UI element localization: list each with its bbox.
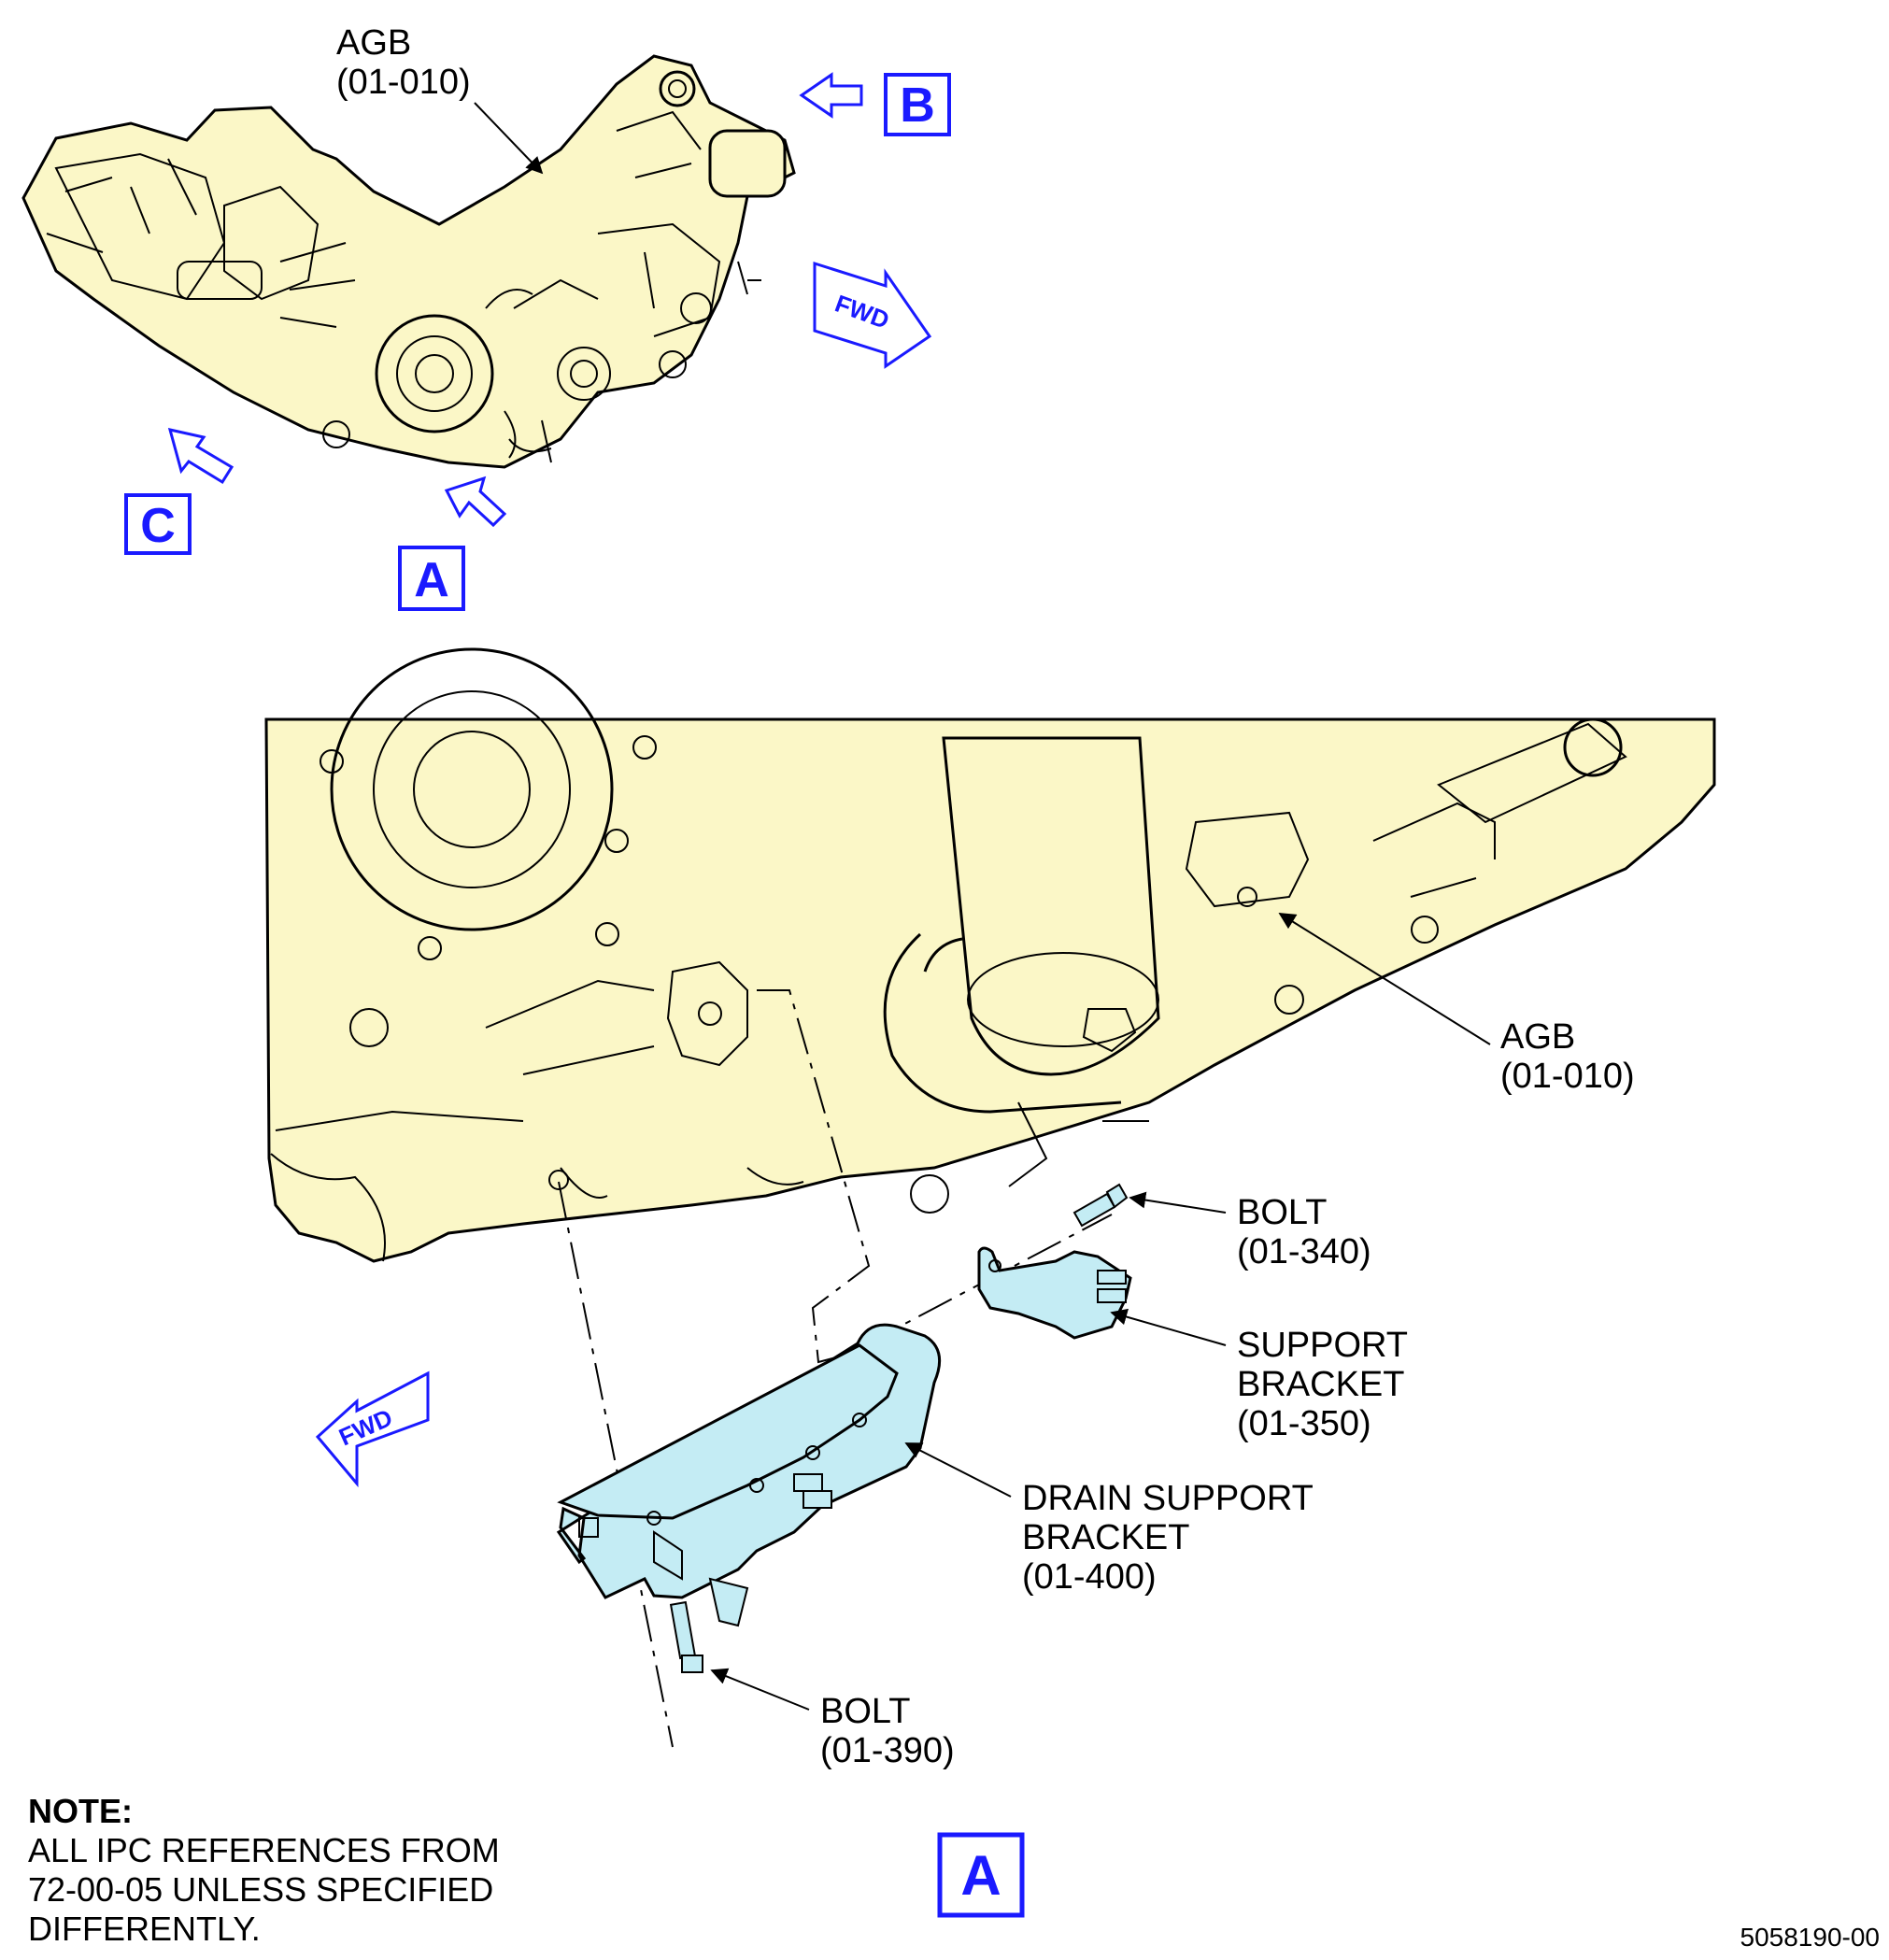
view-label-a-top-box — [398, 546, 465, 611]
note-body: ALL IPC REFERENCES FROM 72-00-05 UNLESS … — [28, 1831, 500, 1948]
view-arrow-b: B — [799, 72, 951, 136]
view-label-a-detail-text: A — [960, 1844, 1001, 1907]
callout-bolt-340: BOLT (01-340) — [1129, 1191, 1371, 1271]
figure-number: 5058190-00 — [1740, 1923, 1880, 1952]
leader-line — [904, 1442, 1012, 1498]
callout-bolt-340-name: BOLT — [1237, 1193, 1327, 1232]
callout-agb-top-name: AGB — [336, 23, 411, 63]
agb-detail-illustration — [264, 647, 1716, 1263]
leader-line — [1278, 913, 1491, 1045]
callout-agb-detail-ref: (01-010) — [1500, 1057, 1635, 1096]
callout-drain-support-bracket: DRAIN SUPPORT BRACKET (01-400) — [904, 1442, 1314, 1597]
view-label-b-box — [884, 73, 951, 136]
callout-agb-detail-name: AGB — [1500, 1017, 1575, 1057]
support-bracket-part — [977, 1246, 1132, 1340]
view-arrow-a-top: A — [398, 476, 507, 611]
view-arrow-c: C — [124, 427, 234, 555]
view-label-c-box — [124, 493, 192, 555]
leader-line — [1129, 1191, 1227, 1214]
leader-line — [1110, 1308, 1227, 1346]
leader-line — [474, 102, 544, 175]
note-block: NOTE: ALL IPC REFERENCES FROM 72-00-05 U… — [28, 1792, 500, 1949]
bolt-01-390-part — [669, 1600, 703, 1673]
view-arrow-a-icon — [444, 476, 507, 528]
fwd-arrow-top: FWD — [813, 261, 932, 369]
view-label-a-detail-box — [937, 1832, 1025, 1918]
view-arrow-c-icon — [167, 427, 234, 485]
callout-drain-support-bracket-line2: BRACKET — [1022, 1518, 1189, 1557]
callout-bolt-390-ref: (01-390) — [820, 1731, 955, 1770]
drain-support-bracket-part — [556, 1323, 942, 1627]
callout-agb-detail: AGB (01-010) — [1278, 913, 1635, 1096]
callout-support-bracket: SUPPORT BRACKET (01-350) — [1110, 1308, 1408, 1443]
view-label-a-top: A — [414, 553, 449, 607]
callout-agb-top: AGB (01-010) — [336, 23, 544, 175]
view-label-a-detail: A — [937, 1832, 1025, 1918]
callout-bolt-390: BOLT (01-390) — [710, 1668, 955, 1770]
view-arrow-b-icon — [799, 72, 863, 119]
fwd-arrow-top-icon — [813, 261, 932, 369]
callout-drain-support-bracket-ref: (01-400) — [1022, 1557, 1157, 1597]
leader-line — [710, 1668, 810, 1711]
callout-support-bracket-ref: (01-350) — [1237, 1404, 1371, 1443]
bolt-01-340-part — [1072, 1183, 1129, 1228]
callout-bolt-340-ref: (01-340) — [1237, 1232, 1371, 1271]
note-header: NOTE: — [28, 1792, 133, 1830]
callout-agb-top-ref: (01-010) — [336, 63, 471, 102]
fwd-arrow-detail: FWD — [315, 1371, 430, 1488]
agb-overview-illustration — [21, 54, 796, 469]
fwd-arrow-detail-icon — [315, 1371, 430, 1488]
view-label-b: B — [900, 78, 935, 133]
callout-drain-support-bracket-line1: DRAIN SUPPORT — [1022, 1479, 1314, 1518]
callout-support-bracket-line2: BRACKET — [1237, 1365, 1404, 1404]
view-label-c: C — [140, 499, 176, 553]
callout-support-bracket-line1: SUPPORT — [1237, 1326, 1408, 1365]
callout-bolt-390-name: BOLT — [820, 1692, 910, 1731]
